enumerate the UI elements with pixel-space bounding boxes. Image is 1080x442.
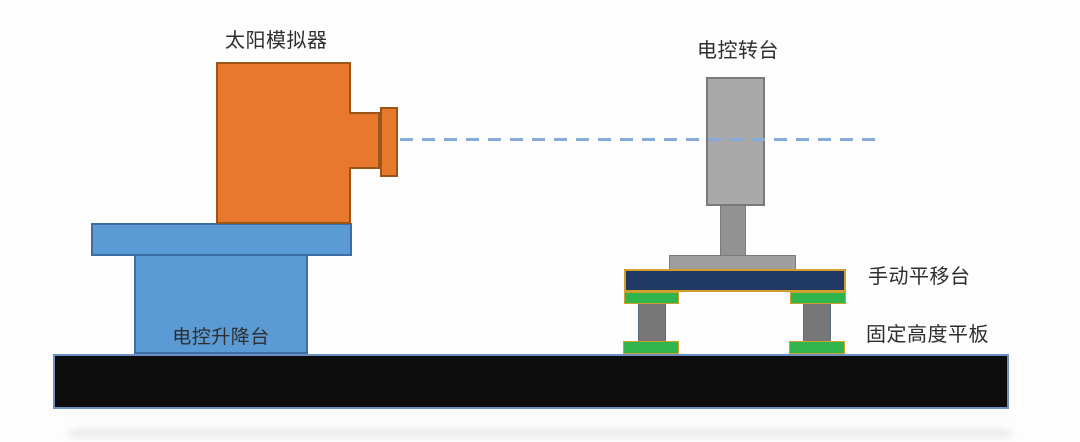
solar-simulator-label: 太阳模拟器 [225, 30, 328, 52]
solar-simulator-aperture-flange [380, 107, 398, 177]
solar-simulator-body [216, 62, 351, 224]
support-leg-right [803, 303, 831, 342]
manual-translation-stage-label: 手动平移台 [868, 266, 971, 288]
lift-stage-top-plate [91, 223, 352, 256]
optical-bench-base [53, 354, 1009, 409]
floor-shadow [70, 430, 1010, 437]
solar-simulator-lens-tube [349, 112, 380, 169]
rotary-stage-stem [720, 205, 746, 256]
rotary-stage-pedestal [669, 255, 796, 270]
fixed-height-plate-label: 固定高度平板 [866, 324, 989, 346]
manual-translation-stage-plate [624, 269, 846, 292]
support-pad-lower-left [623, 341, 679, 354]
lift-stage-body [134, 255, 308, 354]
support-leg-left [638, 303, 666, 342]
rotary-stage-label: 电控转台 [697, 40, 779, 62]
support-pad-upper-right [790, 292, 846, 304]
lift-stage-label: 电控升降台 [172, 327, 270, 348]
support-pad-lower-right [789, 341, 845, 354]
support-pad-upper-left [624, 292, 679, 304]
rotary-stage-body [706, 77, 765, 206]
optical-axis-dashed-line [400, 138, 878, 141]
